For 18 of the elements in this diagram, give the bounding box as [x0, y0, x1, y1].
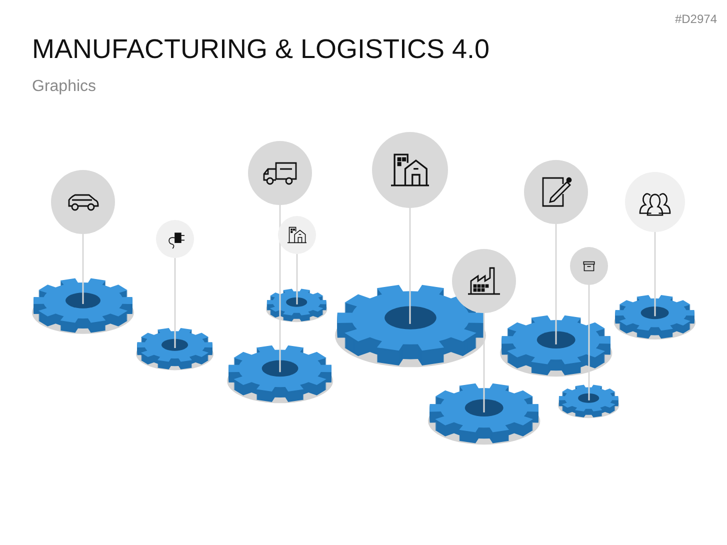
leader-line [279, 205, 281, 372]
leader-line [555, 224, 557, 344]
leader-line [174, 258, 176, 348]
gear-drawing [614, 294, 696, 338]
code-label: #D2974 [674, 12, 717, 26]
leader-line [296, 254, 298, 304]
gear-drawing [266, 288, 328, 320]
box-icon-badge [570, 247, 608, 285]
leader-line [654, 232, 656, 316]
building-icon-badge [278, 216, 316, 254]
gear-drawing [428, 382, 540, 442]
gear-drawing [136, 327, 214, 368]
title: MANUFACTURING & LOGISTICS 4.0 [32, 34, 490, 65]
subtitle: Graphics [32, 78, 96, 96]
gear-drawing [500, 314, 612, 374]
leader-line [588, 285, 590, 400]
gear-drawing [558, 384, 620, 416]
plug-icon-badge [156, 220, 194, 258]
